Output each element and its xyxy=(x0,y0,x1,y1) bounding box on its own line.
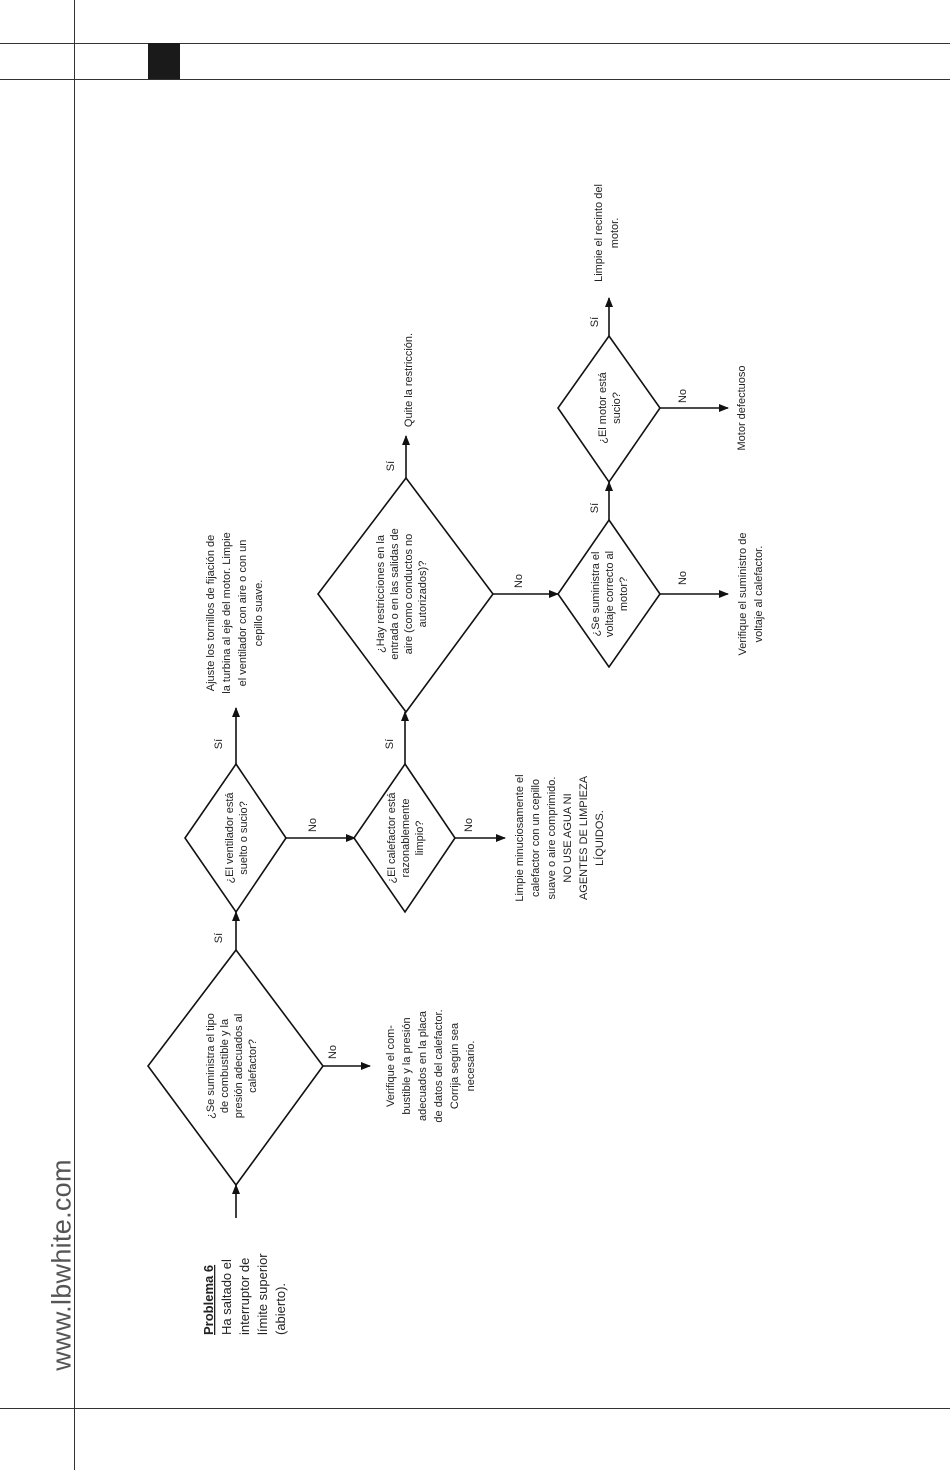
action-text: Ajuste los tornillos de fijación de xyxy=(205,535,217,692)
problem-title: Problema 6 xyxy=(201,1265,216,1335)
action-text: voltaje al calefactor. xyxy=(753,546,765,643)
problem-line: interruptor de xyxy=(237,1258,252,1335)
action-clean-heater: Limpie minuciosamente el calefactor con … xyxy=(514,774,606,901)
decision-text: ¿Se suministra el tipo xyxy=(205,1013,217,1119)
action-text: Limpie el recinto del xyxy=(593,184,605,282)
decision-text: entrada o en las salidas de xyxy=(389,528,401,659)
header-bottom-rule xyxy=(0,79,950,80)
decision-text: limpio? xyxy=(414,821,426,856)
action-text: LÍQUIDOS. xyxy=(593,810,606,866)
decision-heater-clean-diamond xyxy=(353,762,456,914)
decision-shapes xyxy=(147,334,661,1187)
decision-text: sucio? xyxy=(611,392,623,424)
yes-label: Sí xyxy=(589,503,601,513)
action-motor-defective: Motor defectuoso xyxy=(736,366,748,451)
action-text: de datos del calefactor. xyxy=(433,1009,445,1122)
decision-text: aire (como conductos no xyxy=(403,534,415,654)
decision-text: voltaje correcto al xyxy=(604,551,616,637)
action-text: necesario. xyxy=(465,1041,477,1092)
action-text: AGENTES DE LIMPIEZA xyxy=(578,775,590,900)
action-text: bustible y la presión xyxy=(401,1017,413,1114)
problem-line: (abierto). xyxy=(273,1283,288,1335)
decision-text: ¿El motor está xyxy=(597,371,609,443)
action-text: Verifique el com- xyxy=(385,1025,397,1107)
decision-fan: ¿El ventilador está suelto o sucio? xyxy=(224,792,250,884)
no-label: No xyxy=(513,574,525,588)
header-top-rule xyxy=(0,43,950,44)
connectors xyxy=(232,297,729,1218)
problem-line: Ha saltado el xyxy=(219,1259,234,1335)
action-text: suave o aire comprimido. xyxy=(546,777,558,900)
action-text: Limpie minuciosamente el xyxy=(514,774,526,901)
decision-fuel: ¿Se suministra el tipo de combustible y … xyxy=(205,1013,259,1119)
action-text: el ventilador con aire o con un xyxy=(237,540,249,687)
action-text: cepillo suave. xyxy=(253,580,265,647)
decision-motor-dirty-diamond xyxy=(557,334,661,484)
problem-statement: Problema 6 Ha saltado el interruptor de … xyxy=(201,1253,288,1335)
section-tab xyxy=(148,43,180,79)
yes-label: Sí xyxy=(385,461,397,471)
decision-text: autorizados)? xyxy=(417,561,429,628)
yes-label: Sí xyxy=(213,739,225,749)
action-text: Corrija según sea xyxy=(449,1022,461,1109)
decision-motor-dirty: ¿El motor está sucio? xyxy=(597,371,623,443)
decision-voltage-diamond xyxy=(557,518,661,669)
decision-voltage: ¿Se suministra el voltaje correcto al mo… xyxy=(590,551,630,637)
decision-fan-diamond xyxy=(184,762,287,914)
yes-label: Sí xyxy=(213,933,225,943)
decision-text: ¿Hay restricciones en la xyxy=(375,534,387,653)
no-label: No xyxy=(327,1045,339,1059)
decision-text: ¿El calefactor está xyxy=(386,792,398,884)
footer-rule xyxy=(0,1408,950,1409)
no-label: No xyxy=(463,818,475,832)
no-label: No xyxy=(677,389,689,403)
action-text: adecuados en la placa xyxy=(417,1010,429,1121)
margin-rule xyxy=(74,0,75,1470)
decision-text: suelto o sucio? xyxy=(238,801,250,874)
action-adjust-fan: Ajuste los tornillos de fijación de la t… xyxy=(205,532,265,693)
action-clean-motor: Limpie el recinto del motor. xyxy=(593,184,621,282)
decision-text: ¿El ventilador está xyxy=(224,792,236,884)
decision-restrictions: ¿Hay restricciones en la entrada o en la… xyxy=(375,528,429,659)
decision-text: de combustible y la xyxy=(219,1018,231,1113)
yes-label: Sí xyxy=(589,317,601,327)
action-text: Verifique el suministro de xyxy=(737,533,749,656)
action-verify-voltage: Verifique el suministro de voltaje al ca… xyxy=(737,533,765,656)
decision-fuel-diamond xyxy=(147,948,324,1187)
action-remove-restriction: Quite la restricción. xyxy=(403,333,415,427)
decision-heater-clean: ¿El calefactor está razonablemente limpi… xyxy=(386,792,426,884)
branch-labels: Sí No Sí No Sí No Sí No Sí No Sí No xyxy=(213,317,689,1059)
decision-text: motor? xyxy=(618,577,630,611)
yes-label: Sí xyxy=(384,739,396,749)
decision-text: ¿Se suministra el xyxy=(590,552,602,637)
decision-text: calefactor? xyxy=(247,1039,259,1093)
problem-line: límite superior xyxy=(255,1253,270,1335)
no-label: No xyxy=(307,818,319,832)
no-label: No xyxy=(677,571,689,585)
decision-text: razonablemente xyxy=(400,799,412,878)
action-text: Quite la restricción. xyxy=(403,333,415,427)
action-text: Motor defectuoso xyxy=(736,366,748,451)
action-text: motor. xyxy=(609,218,621,249)
decision-restrictions-diamond xyxy=(316,476,494,714)
action-text: calefactor con un cepillo xyxy=(530,779,542,897)
decision-text: presión adecuados al xyxy=(233,1014,245,1119)
action-verify-fuel: Verifique el com- bustible y la presión … xyxy=(385,1009,477,1122)
action-text: la turbina al eje del motor. Limpie xyxy=(221,532,233,693)
action-text: NO USE AGUA NI xyxy=(562,793,574,882)
